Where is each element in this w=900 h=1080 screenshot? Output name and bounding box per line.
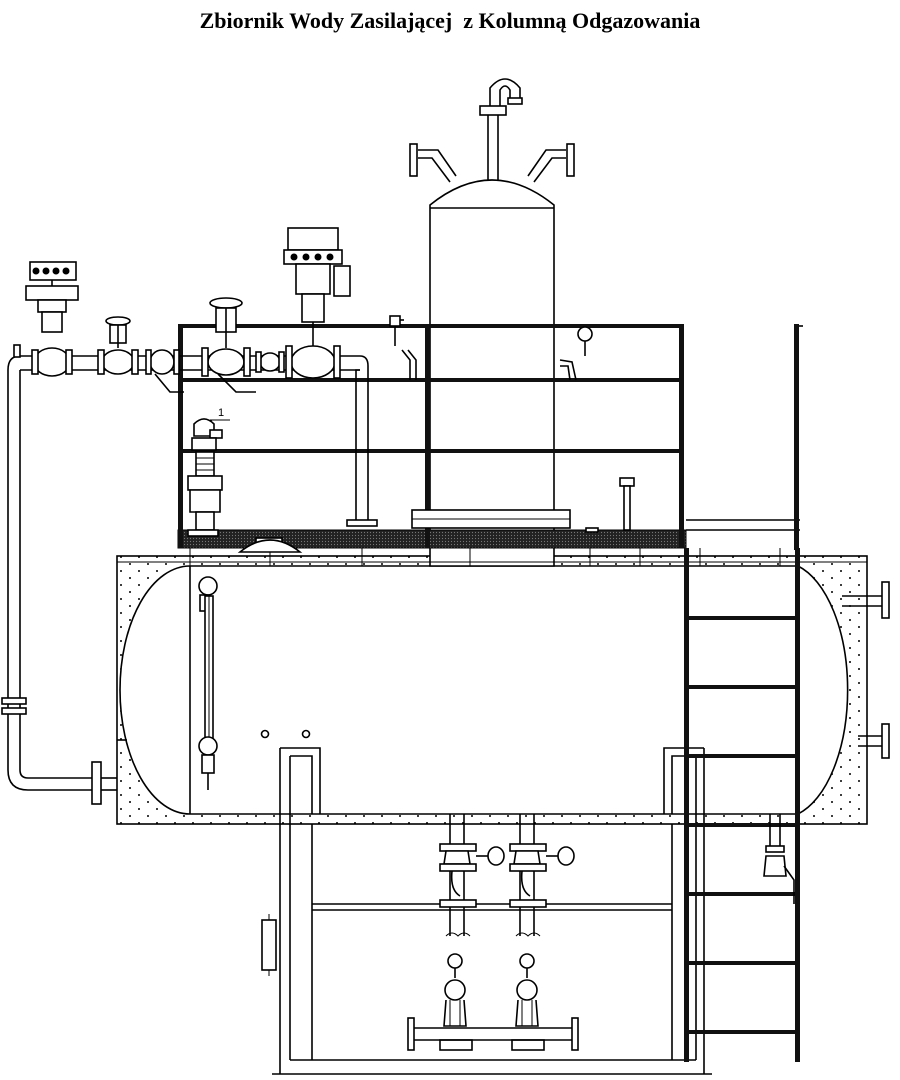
pump-1 <box>439 953 473 1051</box>
service-platform <box>117 324 867 566</box>
manhole <box>237 537 303 553</box>
temperature-sensor <box>389 315 417 380</box>
safety-valve: 1 <box>187 407 230 537</box>
access-ladder <box>684 548 800 1062</box>
gate-valve-1 <box>97 316 139 375</box>
level-switch <box>619 477 635 531</box>
internal-rail <box>411 509 599 533</box>
callout-label: 1 <box>218 407 224 419</box>
level-gauge <box>198 576 311 790</box>
pump-header <box>407 1017 579 1051</box>
pump-suction-1 <box>439 814 505 937</box>
control-valve-main <box>283 227 351 379</box>
feedwater-tank <box>119 565 849 815</box>
support-frame <box>261 824 712 1075</box>
check-valve <box>255 351 285 373</box>
right-nozzles <box>117 581 890 759</box>
control-valve-left <box>25 261 79 377</box>
pressure-gauge-column <box>559 326 593 381</box>
deaeration-column <box>409 78 575 567</box>
drawing-title: Zbiornik Wody Zasilającej z Kolumną Odga… <box>199 8 701 33</box>
strainer <box>145 349 184 393</box>
pump-2 <box>511 953 545 1051</box>
gate-valve-2 <box>201 297 256 393</box>
drain-valve <box>763 814 795 904</box>
supply-piping <box>1 344 378 805</box>
pump-suction-2 <box>509 814 575 937</box>
